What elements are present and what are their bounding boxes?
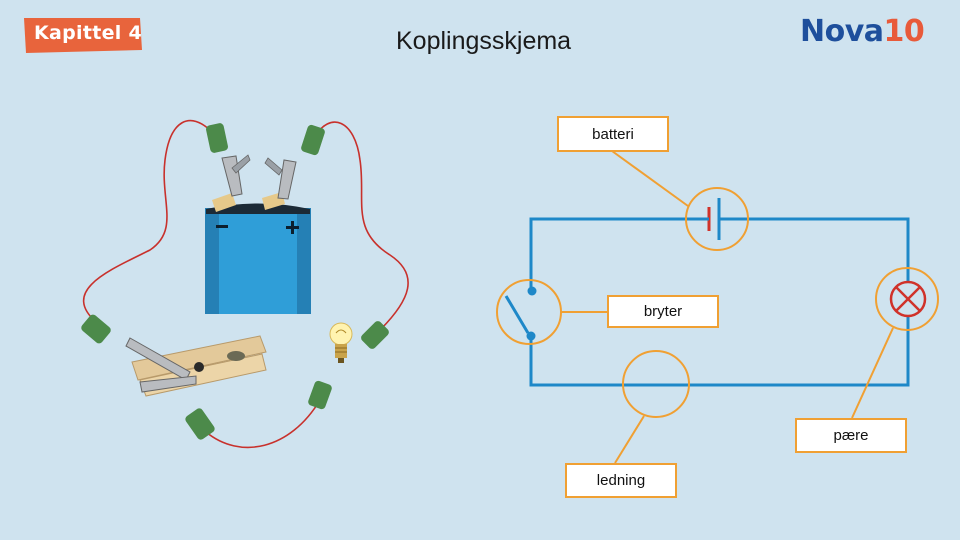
red-wire-bottom xyxy=(205,399,321,449)
chapter-badge: Kapittel 4 xyxy=(34,22,143,44)
red-wire-right xyxy=(313,121,409,331)
schematic xyxy=(496,150,939,464)
chapter-badge-shape xyxy=(24,18,142,53)
page-title: Koplingsskjema xyxy=(396,27,572,55)
battery-symbol-icon xyxy=(700,198,746,240)
light-bulb-illustration xyxy=(308,321,389,410)
switch-symbol-icon xyxy=(504,282,538,344)
bulb-label: pære xyxy=(795,418,907,453)
logo-text: Nova xyxy=(800,14,884,49)
lamp-callout-line xyxy=(851,327,894,419)
wire-label: ledning xyxy=(565,463,677,498)
lamp-highlight-circle xyxy=(875,267,939,331)
battery-illustration xyxy=(205,192,311,314)
physical-circuit-illustration xyxy=(81,119,409,449)
switch-label: bryter xyxy=(607,295,719,328)
battery-highlight-circle xyxy=(685,187,749,251)
wire-callout-line xyxy=(614,415,645,464)
battery-callout-line xyxy=(611,150,689,207)
clothespin-switch-illustration xyxy=(81,314,267,440)
lamp-symbol-icon xyxy=(889,280,927,318)
clip-battery-right xyxy=(264,124,325,200)
nova-logo: Nova10 xyxy=(800,14,925,49)
red-wire-left xyxy=(82,119,213,323)
circuit-wire xyxy=(529,217,910,387)
clip-battery-left xyxy=(206,123,251,197)
wire-highlight-circle xyxy=(622,350,690,418)
logo-number: 10 xyxy=(883,14,925,49)
battery-label: batteri xyxy=(557,116,669,152)
